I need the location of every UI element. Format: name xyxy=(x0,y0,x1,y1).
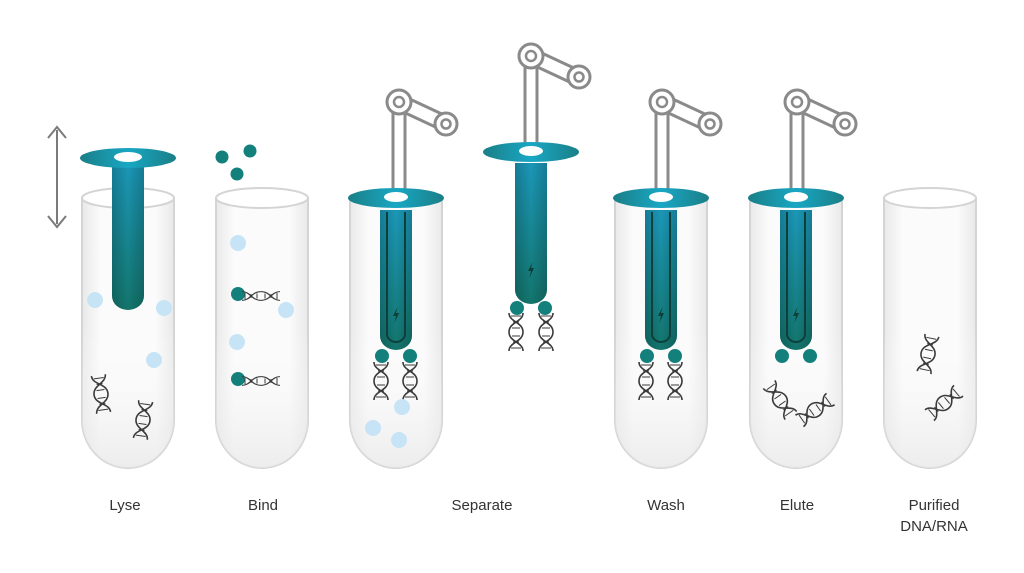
robotic-arm-icon xyxy=(517,42,592,146)
light-bead-group xyxy=(365,399,410,448)
bound-dna-group xyxy=(231,287,281,387)
magnetic-bead-icon xyxy=(510,301,552,315)
magnetic-bead-icon xyxy=(215,144,257,181)
step-label-elute: Elute xyxy=(780,497,814,514)
magnetic-rod xyxy=(748,188,844,350)
step-label-separate: Separate xyxy=(452,497,513,514)
magnetic-rod xyxy=(348,188,444,350)
magnetic-bead-icon xyxy=(775,349,817,363)
tube-bind xyxy=(215,187,309,469)
step-labels: Lyse Bind Separate Wash Elute Purified D… xyxy=(109,497,967,535)
lyse-plunger xyxy=(80,148,176,310)
dna-helix-icon xyxy=(538,312,554,352)
step-label-purified: Purified xyxy=(909,497,960,514)
robotic-arm-icon xyxy=(783,88,858,190)
dna-helix-icon xyxy=(508,312,524,352)
tube-purified xyxy=(883,187,977,469)
light-bead-group xyxy=(229,235,294,350)
step-label-bind: Bind xyxy=(248,497,278,514)
robotic-arm-icon xyxy=(648,88,723,190)
step-label-wash: Wash xyxy=(647,497,685,514)
magnetic-rod xyxy=(483,142,579,304)
robotic-arm-icon xyxy=(385,88,459,190)
magnetic-rod xyxy=(613,188,709,350)
light-bead-group xyxy=(87,292,172,368)
magnetic-bead-icon xyxy=(640,349,682,363)
step-label-lyse: Lyse xyxy=(109,497,140,514)
magnetic-bead-icon xyxy=(375,349,417,363)
up-down-arrow-icon xyxy=(47,125,67,229)
step-label-purified-line2: DNA/RNA xyxy=(900,518,968,535)
